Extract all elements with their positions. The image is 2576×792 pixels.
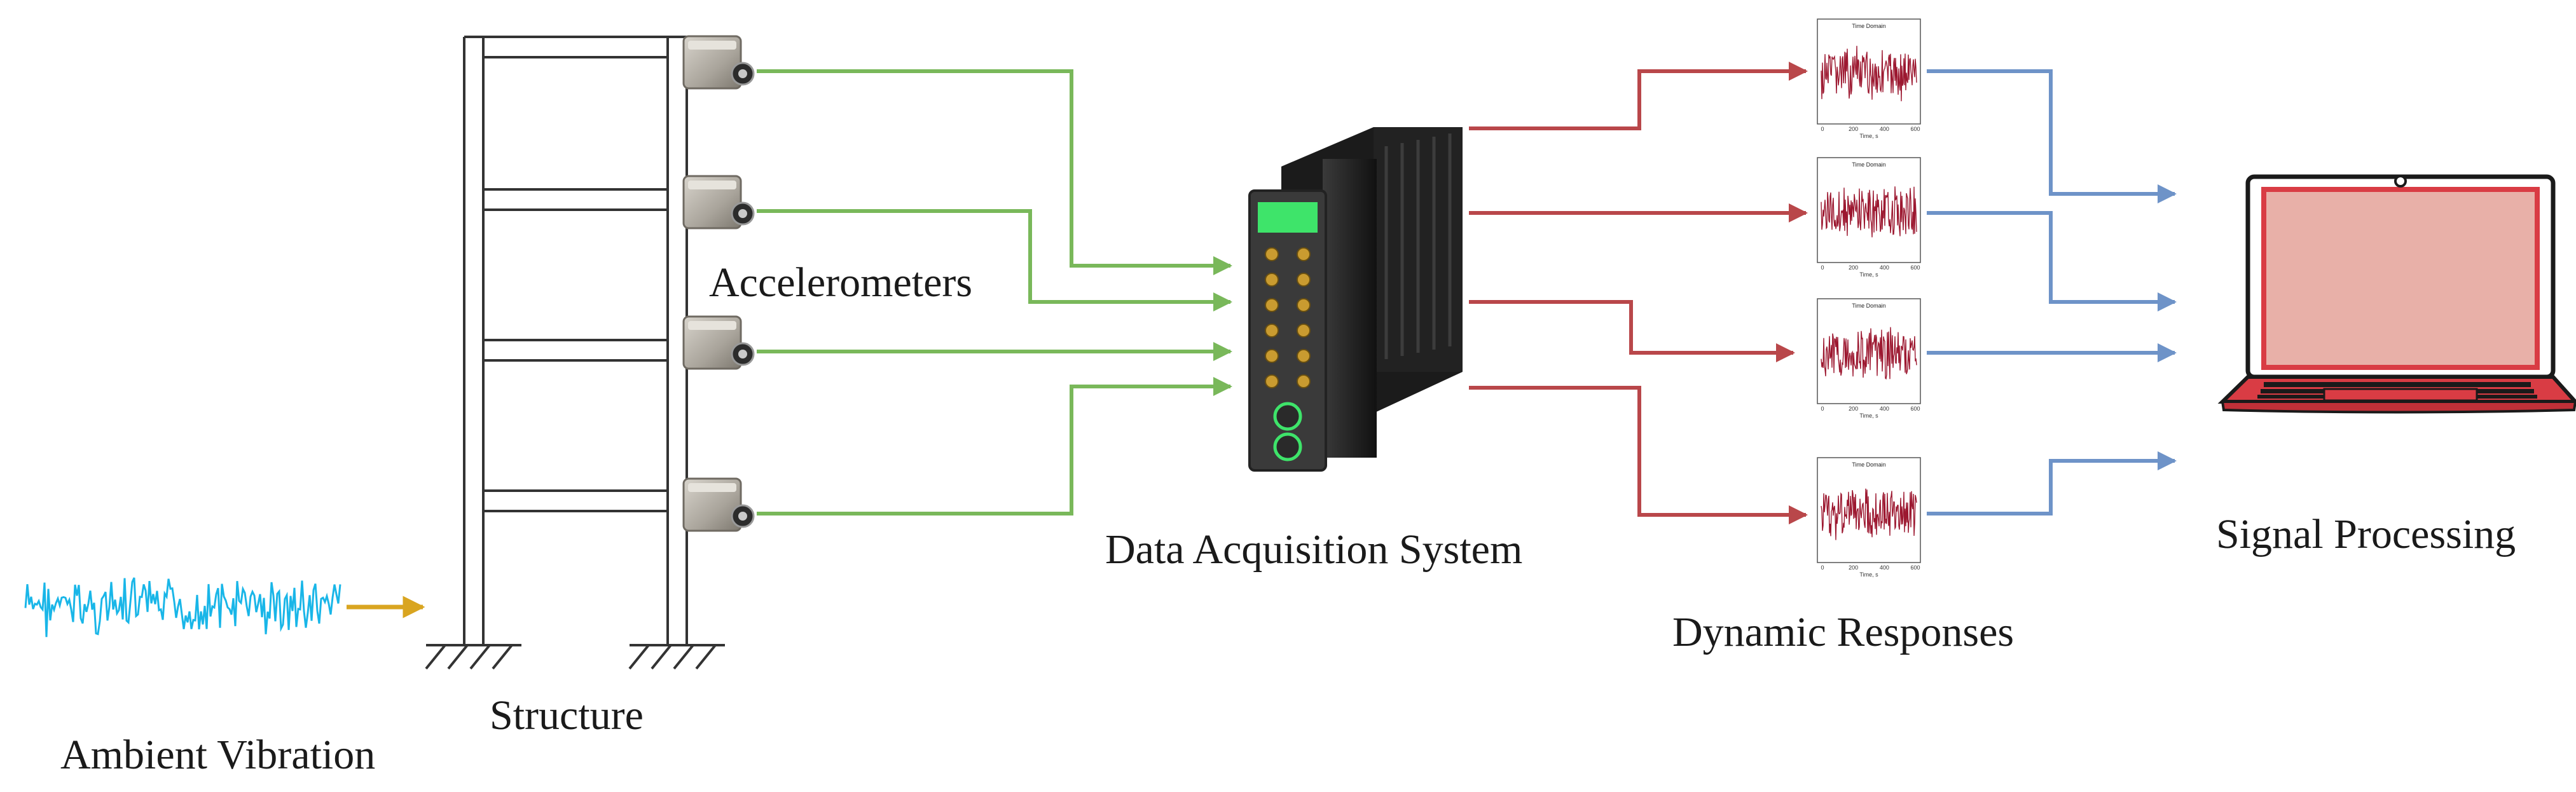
processing-arrow-1: [1927, 69, 2177, 203]
plot-tick-label: 600: [1910, 564, 1920, 571]
laptop-icon: [2217, 174, 2576, 414]
sensor-arrow-2: [757, 209, 1232, 311]
daq-output-arrows: [1469, 62, 1808, 524]
label-signal-processing: Signal Processing: [2216, 511, 2516, 557]
processing-arrow-4: [1927, 451, 2177, 515]
label-accelerometers: Accelerometers: [709, 259, 973, 306]
ground-support-left: [425, 644, 521, 670]
plot-tick-label: 0: [1821, 264, 1824, 271]
ambient-vibration-signal: [24, 577, 341, 638]
plot-x-label: Time, s: [1859, 413, 1878, 419]
plot-tick-label: 200: [1849, 264, 1858, 271]
plot-tick-label: 400: [1880, 126, 1889, 132]
accelerometer-icon: [682, 175, 755, 229]
plot-x-label: Time, s: [1859, 571, 1878, 578]
plot-tick-label: 0: [1821, 564, 1824, 571]
response-signal: [1821, 327, 1917, 380]
daq-arrow-1: [1469, 62, 1808, 130]
processing-arrow-2: [1927, 211, 2177, 311]
plot-tick-label: 400: [1880, 406, 1889, 412]
response-signal: [1821, 488, 1917, 540]
response-signal: [1821, 46, 1917, 102]
response-signal: [1821, 186, 1917, 238]
daq-arrow-4: [1469, 386, 1808, 524]
processing-arrows: [1927, 69, 2177, 515]
plot-title: Time Domain: [1852, 461, 1885, 468]
label-data-acquisition: Data Acquisition System: [1105, 526, 1523, 573]
plot-title: Time Domain: [1852, 161, 1885, 168]
plot-title: Time Domain: [1852, 303, 1885, 309]
label-ambient-vibration: Ambient Vibration: [60, 732, 376, 778]
sensor-signal-arrows: [757, 69, 1232, 515]
plot-tick-label: 600: [1910, 126, 1920, 132]
daq-module-icon: [1248, 127, 1463, 472]
plot-x-label: Time, s: [1859, 133, 1878, 139]
label-structure: Structure: [490, 692, 644, 739]
sensor-arrow-1: [757, 69, 1232, 275]
plot-tick-label: 0: [1821, 406, 1824, 412]
daq-arrow-3: [1469, 300, 1795, 362]
plot-tick-label: 200: [1849, 126, 1858, 132]
sensor-arrow-4: [757, 377, 1232, 515]
plot-tick-label: 400: [1880, 564, 1889, 571]
structure-frame: [463, 36, 688, 645]
plot-tick-label: 0: [1821, 126, 1824, 132]
accelerometer-icon: [682, 477, 755, 532]
plot-tick-label: 200: [1849, 406, 1858, 412]
accelerometer-group: [682, 35, 755, 532]
plot-tick-label: 600: [1910, 264, 1920, 271]
plot-x-label: Time, s: [1859, 271, 1878, 278]
accelerometer-icon: [682, 315, 755, 370]
accelerometer-icon: [682, 35, 755, 90]
plot-tick-label: 200: [1849, 564, 1858, 571]
label-dynamic-responses: Dynamic Responses: [1672, 609, 2015, 655]
plot-tick-label: 600: [1910, 406, 1920, 412]
ground-support-right: [628, 644, 725, 670]
plot-title: Time Domain: [1852, 23, 1885, 29]
plot-tick-label: 400: [1880, 264, 1889, 271]
